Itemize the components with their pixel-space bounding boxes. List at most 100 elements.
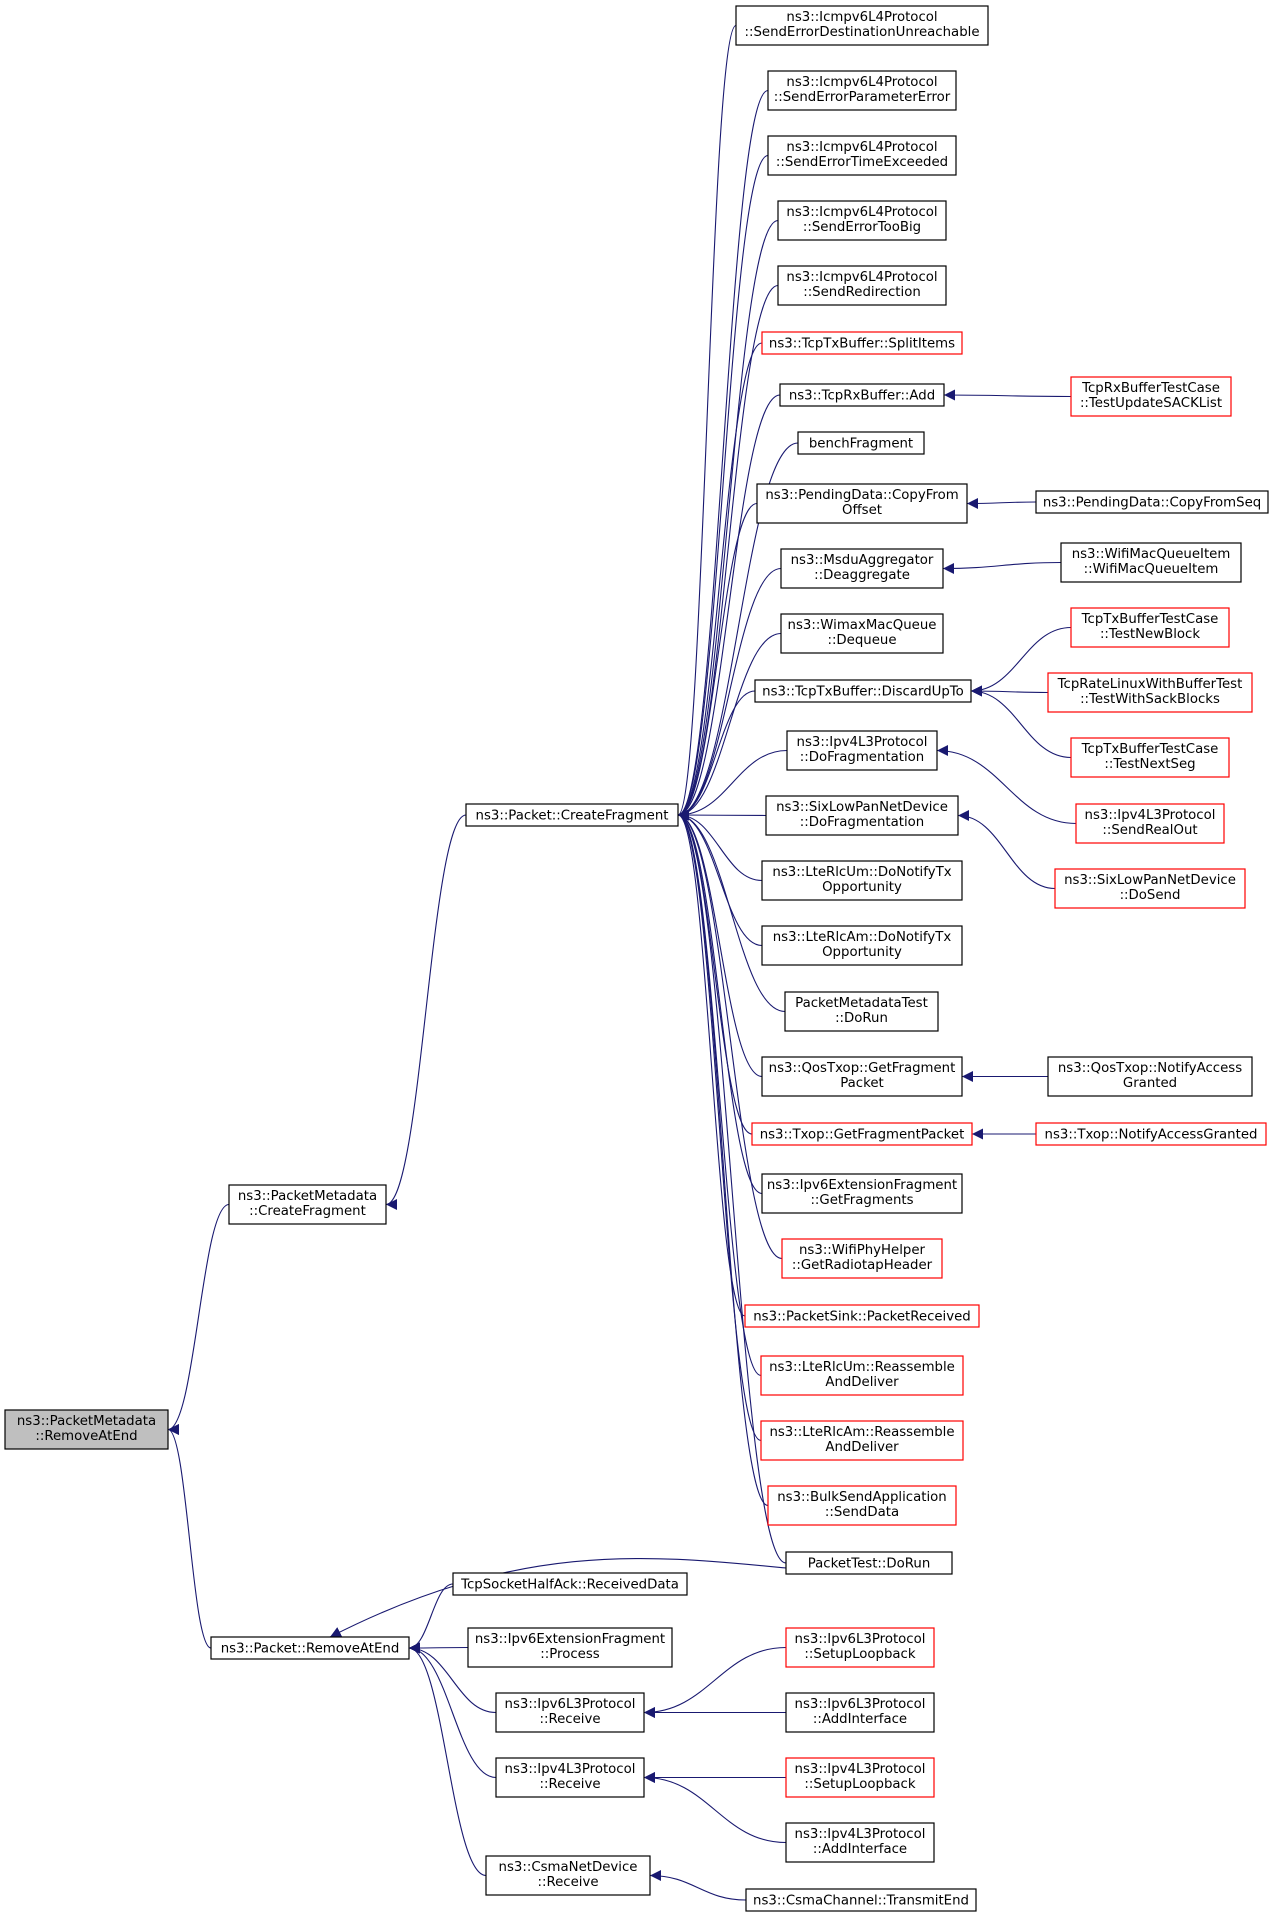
node-label-line: ns3::BulkSendApplication [777,1490,947,1505]
node-label-line: ns3::Ipv6L3Protocol [505,1697,636,1712]
node-ns3-pendingdata-copyfromseq[interactable]: ns3::PendingData::CopyFromSeq [1035,490,1269,514]
node-box [210,1636,410,1660]
edge-d4-to-c12 [970,626,1072,697]
edge-p_cf-to-pm_cf [385,814,467,1210]
node-tcpratelinuxwithbuffertest-testwithsackblocks[interactable]: TcpRateLinuxWithBufferTest::TestWithSack… [1047,672,1253,713]
node-ns3-ipv4l3protocol-addinterface[interactable]: ns3::Ipv4L3Protocol::AddInterface [785,1822,935,1863]
node-label-line: ns3::SixLowPanNetDevice [776,800,948,815]
node-label-line: ns3::CsmaChannel::TransmitEnd [753,1894,969,1909]
node-box [761,1056,963,1097]
node-ns3-ipv4l3protocol-receive[interactable]: ns3::Ipv4L3Protocol::Receive [495,1757,645,1798]
node-ns3-packet-removeatend[interactable]: ns3::Packet::RemoveAtEnd [210,1636,410,1660]
node-label-line: ::Deaggregate [814,568,910,583]
edge-d7-to-c13 [936,745,1077,825]
node-ns3-ipv4l3protocol-sendrealout[interactable]: ns3::Ipv4L3Protocol::SendRealOut [1075,803,1225,844]
node-label-line: ns3::CsmaNetDevice [499,1860,638,1875]
node-label-line: AndDeliver [825,1375,899,1390]
node-packettest-dorun[interactable]: PacketTest::DoRun [785,1551,953,1575]
node-label-line: Packet [840,1076,884,1091]
node-label-line: ::TestNextSeg [1104,757,1195,772]
node-packetmetadatatest-dorun[interactable]: PacketMetadataTest::DoRun [784,991,939,1032]
node-ns3-packetmetadata-createfragment[interactable]: ns3::PacketMetadata::CreateFragment [228,1184,387,1225]
node-label-line: ns3::PacketMetadata [238,1189,377,1204]
node-ns3-ipv6l3protocol-receive[interactable]: ns3::Ipv6L3Protocol::Receive [495,1692,645,1733]
edge-c24-to-p_cf [677,809,762,1442]
node-ns3-icmpv6l4protocol-sendredirection[interactable]: ns3::Icmpv6L4Protocol::SendRedirection [777,265,947,306]
node-ns3-ipv6extensionfragment-getfragments[interactable]: ns3::Ipv6ExtensionFragment::GetFragments [761,1173,963,1214]
node-ns3-bulksendapplication-senddata[interactable]: ns3::BulkSendApplication::SendData [767,1485,957,1526]
node-ns3-tcptxbuffer-discardupto[interactable]: ns3::TcpTxBuffer::DiscardUpTo [754,679,972,703]
node-ns3-icmpv6l4protocol-senderrortimeexceeded[interactable]: ns3::Icmpv6L4Protocol::SendErrorTimeExce… [767,135,957,176]
node-label-line: ::SetupLoopback [804,1647,915,1662]
node-ns3-qostxop-notifyaccess-granted[interactable]: ns3::QosTxop::NotifyAccessGranted [1047,1056,1253,1097]
node-ns3-packetmetadata-removeatend: ns3::PacketMetadata::RemoveAtEnd [4,1409,169,1450]
node-ns3-wifiphyhelper-getradiotapheader[interactable]: ns3::WifiPhyHelper::GetRadiotapHeader [781,1238,943,1279]
node-ns3-wifimacqueueitem-wifimacqueueitem[interactable]: ns3::WifiMacQueueItem::WifiMacQueueItem [1060,542,1242,583]
node-ns3-csmanetdevice-receive[interactable]: ns3::CsmaNetDevice::Receive [485,1855,651,1896]
node-box [1075,803,1225,844]
node-box [785,1692,935,1733]
node-ns3-sixlowpannetdevice-dofragmentation[interactable]: ns3::SixLowPanNetDevice::DoFragmentation [765,795,959,836]
node-ns3-ipv6extensionfragment-process[interactable]: ns3::Ipv6ExtensionFragment::Process [467,1627,673,1668]
node-box [754,679,972,703]
edge-r2-to-p_rae [408,1642,469,1654]
node-ns3-msduaggregator-deaggregate[interactable]: ns3::MsduAggregator::Deaggregate [780,548,944,589]
node-label-line: ::Process [540,1647,599,1662]
node-box [744,1304,980,1328]
node-box [1060,542,1242,583]
node-ns3-icmpv6l4protocol-senderrordestinationunreachable[interactable]: ns3::Icmpv6L4Protocol::SendErrorDestinat… [735,5,989,46]
node-ns3-qostxop-getfragment-packet[interactable]: ns3::QosTxop::GetFragmentPacket [761,1056,963,1097]
node-box [760,1355,964,1396]
node-ns3-packet-createfragment[interactable]: ns3::Packet::CreateFragment [465,803,679,827]
node-ns3-txop-getfragmentpacket[interactable]: ns3::Txop::GetFragmentPacket [751,1122,973,1146]
node-ns3-wimaxmacqueue-dequeue[interactable]: ns3::WimaxMacQueue::Dequeue [780,613,944,654]
node-box [465,803,679,827]
node-label-line: ::DoSend [1120,888,1181,903]
node-label-line: ns3::TcpTxBuffer::SplitItems [769,337,955,352]
node-tcptxbuffertestcase-testnewblock[interactable]: TcpTxBufferTestCase::TestNewBlock [1070,607,1230,648]
node-label-line: ns3::Ipv4L3Protocol [795,1762,926,1777]
node-ns3-tcprxbuffer-add[interactable]: ns3::TcpRxBuffer::Add [779,383,945,407]
node-benchfragment[interactable]: benchFragment [797,431,925,455]
edge-c2-to-p_cf [677,89,769,821]
node-label-line: ::DoRun [835,1011,888,1026]
node-label-line: ::GetFragments [810,1193,913,1208]
node-box [761,1173,963,1214]
node-label-line: ns3::Ipv6ExtensionFragment [475,1632,665,1647]
node-label-line: ::TestWithSackBlocks [1080,692,1220,707]
node-ns3-ipv4l3protocol-setuploopback[interactable]: ns3::Ipv4L3Protocol::SetupLoopback [785,1757,935,1798]
node-ns3-txop-notifyaccessgranted[interactable]: ns3::Txop::NotifyAccessGranted [1035,1122,1267,1146]
node-ns3-ipv4l3protocol-dofragmentation[interactable]: ns3::Ipv4L3Protocol::DoFragmentation [786,730,938,771]
node-label-line: ::Receive [539,1777,600,1792]
node-ns3-icmpv6l4protocol-senderrortoobig[interactable]: ns3::Icmpv6L4Protocol::SendErrorTooBig [777,200,947,241]
node-label-line: ns3::Ipv6ExtensionFragment [767,1178,957,1193]
node-box [780,613,944,654]
node-ns3-ipv6l3protocol-setuploopback[interactable]: ns3::Ipv6L3Protocol::SetupLoopback [785,1627,935,1668]
node-label-line: ns3::TcpTxBuffer::DiscardUpTo [762,685,964,700]
node-ns3-tcptxbuffer-splititems[interactable]: ns3::TcpTxBuffer::SplitItems [761,331,963,355]
node-ns3-ipv6l3protocol-addinterface[interactable]: ns3::Ipv6L3Protocol::AddInterface [785,1692,935,1733]
node-label-line: ::DoFragmentation [800,815,924,830]
edge-c21-to-p_cf [677,809,783,1260]
node-ns3-icmpv6l4protocol-senderrorparametererror[interactable]: ns3::Icmpv6L4Protocol::SendErrorParamete… [767,70,957,111]
node-label-line: ns3::LteRlcUm::Reassemble [769,1360,955,1375]
node-ns3-packetsink-packetreceived[interactable]: ns3::PacketSink::PacketReceived [744,1304,980,1328]
node-tcprxbuffertestcase-testupdatesacklist[interactable]: TcpRxBufferTestCase::TestUpdateSACKList [1070,376,1232,417]
node-ns3-sixlowpannetdevice-dosend[interactable]: ns3::SixLowPanNetDevice::DoSend [1054,868,1246,909]
node-tcptxbuffertestcase-testnextseg[interactable]: TcpTxBufferTestCase::TestNextSeg [1070,737,1230,778]
node-box [495,1757,645,1798]
node-box [785,1627,935,1668]
node-box [767,70,957,111]
node-ns3-csmachannel-transmitend[interactable]: ns3::CsmaChannel::TransmitEnd [745,1888,977,1912]
node-tcpsockethalfack-receiveddata[interactable]: TcpSocketHalfAck::ReceivedData [452,1572,688,1596]
node-label-line: TcpTxBufferTestCase [1081,612,1219,627]
node-label-line: ns3::Icmpv6L4Protocol [786,270,937,285]
node-label-line: ::SendRealOut [1102,823,1197,838]
node-label-line: AndDeliver [825,1440,899,1455]
node-box [1047,672,1253,713]
